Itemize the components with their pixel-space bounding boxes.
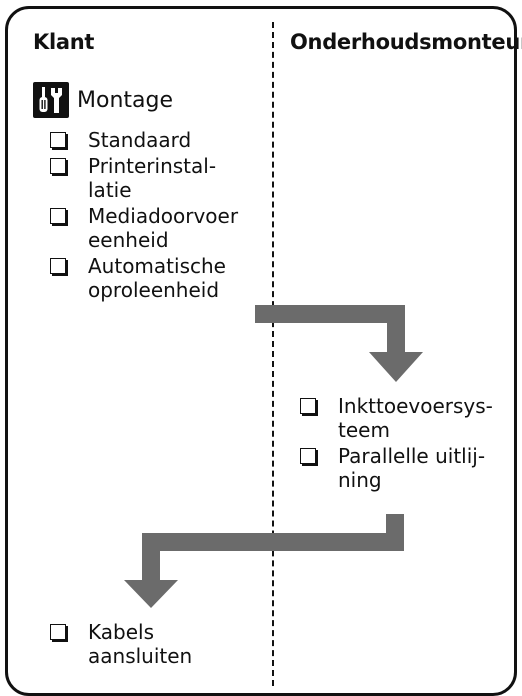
column-title-technician: Onderhoudsmonteur [290,30,522,54]
checkbox[interactable] [50,624,66,640]
column-divider [272,22,274,686]
assembly-step: Montage [33,82,173,118]
flow-arrow-to-client [124,514,404,608]
assembly-title: Montage [77,87,173,113]
technician-checklist: Inkttoevoersys- teem Parallelle uitlij- … [300,394,510,494]
checkbox[interactable] [300,448,316,464]
checklist-item-auto-take-up-reel[interactable]: Automatische oproleenheid [50,254,265,302]
checkbox[interactable] [300,398,316,414]
checklist-item-ink-supply-system[interactable]: Inkttoevoersys- teem [300,394,510,442]
checklist-item-media-feed-unit[interactable]: Mediadoorvoer eenheid [50,204,265,252]
flow-card [5,6,517,696]
tools-icon [33,82,69,118]
client-checklist: Standaard Printerinstal- latie Mediadoor… [50,128,265,304]
checklist-item-connect-cables[interactable]: Kabels aansluiten [50,620,265,668]
checkbox[interactable] [50,258,66,274]
final-checklist: Kabels aansluiten [50,620,265,670]
checkbox[interactable] [50,208,66,224]
flow-arrow-to-technician [255,305,423,382]
column-title-client: Klant [33,30,95,54]
checkbox[interactable] [50,132,66,148]
checkbox[interactable] [50,158,66,174]
checklist-item-stand[interactable]: Standaard [50,128,265,152]
checklist-item-parallel-alignment[interactable]: Parallelle uitlij- ning [300,444,510,492]
checklist-item-printer-installation[interactable]: Printerinstal- latie [50,154,265,202]
